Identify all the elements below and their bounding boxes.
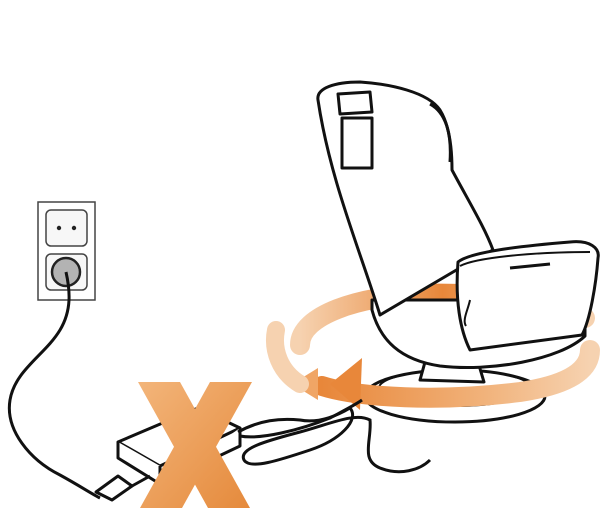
headrest-strap	[338, 92, 372, 114]
power-cord-wall	[9, 272, 100, 498]
wall-socket	[38, 202, 95, 300]
chair-armrest	[457, 242, 598, 350]
headrest-strap-lower	[342, 118, 372, 168]
